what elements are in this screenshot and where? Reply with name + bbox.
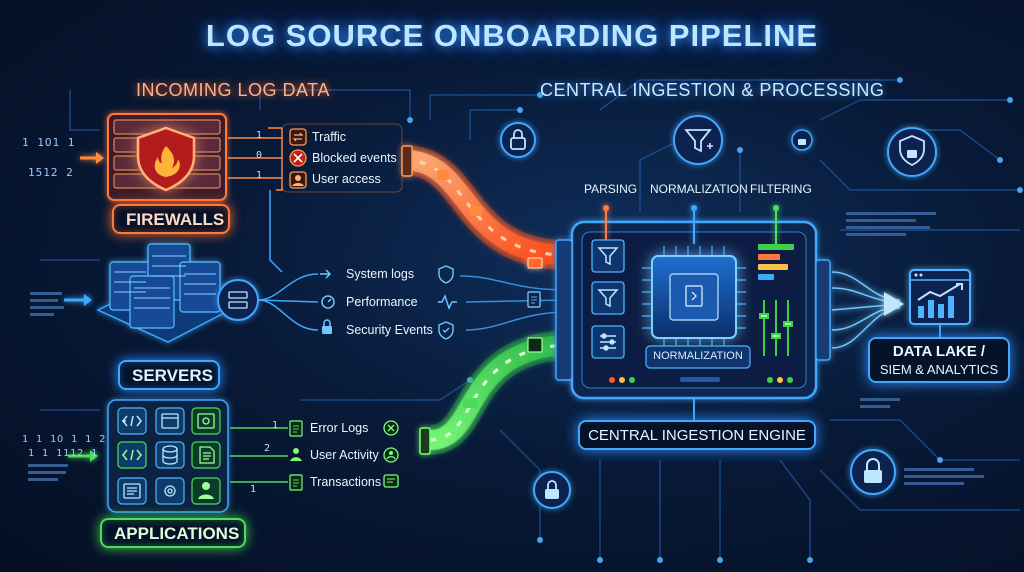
section-central-title: CENTRAL INGESTION & PROCESSING bbox=[540, 80, 884, 101]
server-item-performance: Performance bbox=[346, 295, 418, 309]
server-stack-icon bbox=[98, 244, 230, 342]
engine-normalization-label: NORMALIZATION bbox=[648, 350, 748, 362]
firewall-item-blocked: Blocked events bbox=[312, 151, 397, 165]
server-arrow-in bbox=[64, 294, 92, 306]
firewall-item-user-access: User access bbox=[312, 172, 381, 186]
app-count: 2 bbox=[264, 443, 270, 454]
user-icon bbox=[290, 172, 306, 188]
firewall-binary-2: 1512 2 bbox=[28, 166, 74, 179]
lock-icon bbox=[792, 130, 812, 150]
filter-icon bbox=[674, 116, 722, 164]
lock-icon bbox=[501, 123, 535, 157]
stage-parsing: PARSING bbox=[584, 182, 637, 196]
server-to-engine bbox=[460, 276, 568, 330]
app-item-user-activity: User Activity bbox=[310, 448, 379, 462]
app-count: 1 bbox=[272, 420, 278, 431]
transactions-item-icon bbox=[290, 475, 302, 490]
document-icon bbox=[528, 292, 540, 307]
destination-line-2: SIEM & ANALYTICS bbox=[870, 362, 1008, 377]
app-binary-2: 1 1 1112 1 bbox=[28, 448, 98, 459]
filter-column bbox=[592, 240, 624, 358]
page-title: LOG SOURCE ONBOARDING PIPELINE bbox=[0, 18, 1024, 54]
app-count: 1 bbox=[250, 484, 256, 495]
stage-normalization: NORMALIZATION bbox=[650, 182, 748, 196]
equalizer-sliders bbox=[760, 300, 792, 356]
x-icon bbox=[384, 421, 398, 435]
lock-icon bbox=[534, 472, 570, 508]
system-logs-item-icon bbox=[320, 270, 330, 278]
hub-icon bbox=[218, 280, 258, 320]
check-shield-icon bbox=[439, 322, 453, 339]
security-events-item-icon bbox=[322, 320, 332, 334]
section-incoming-title: INCOMING LOG DATA bbox=[136, 80, 330, 101]
applications-label: APPLICATIONS bbox=[100, 518, 246, 548]
application-pipe bbox=[420, 338, 566, 454]
app-binary-1: 1 1 1O 1 1 2 bbox=[22, 434, 106, 445]
server-item-security-events: Security Events bbox=[346, 323, 433, 337]
shield-icon bbox=[439, 266, 453, 283]
central-ingestion-engine-label: CENTRAL INGESTION ENGINE bbox=[578, 420, 816, 450]
blocked-icon bbox=[290, 150, 306, 166]
destination-label: DATA LAKE / SIEM & ANALYTICS bbox=[868, 337, 1010, 383]
firewall-binary-1: 1 1O1 1 bbox=[22, 136, 75, 149]
firewall-pipe bbox=[402, 146, 560, 268]
user-activity-item-icon bbox=[290, 448, 302, 461]
servers-label: SERVERS bbox=[118, 360, 220, 390]
firewall-count: 1 bbox=[256, 130, 262, 141]
firewall-count: 1 bbox=[256, 170, 262, 181]
server-connectors bbox=[258, 190, 318, 330]
traffic-icon bbox=[290, 129, 306, 145]
app-item-error-logs: Error Logs bbox=[310, 421, 368, 435]
firewall-count: 0 bbox=[256, 150, 262, 161]
app-item-transactions: Transactions bbox=[310, 475, 381, 489]
sliders-icon bbox=[600, 334, 616, 350]
user-icon bbox=[384, 448, 398, 462]
lock-icon bbox=[851, 450, 895, 494]
shield-lock-icon bbox=[888, 128, 936, 176]
performance-item-icon bbox=[322, 296, 334, 308]
destination-line-1: DATA LAKE / bbox=[870, 343, 1008, 360]
pulse-icon bbox=[438, 296, 457, 308]
document-icon bbox=[384, 475, 398, 487]
app-connectors bbox=[230, 428, 288, 482]
processor-chip bbox=[642, 246, 746, 348]
firewall-arrow-in bbox=[80, 152, 104, 164]
analytics-dashboard-icon bbox=[910, 270, 970, 324]
stage-filtering: FILTERING bbox=[750, 182, 812, 196]
server-item-system-logs: System logs bbox=[346, 267, 414, 281]
firewalls-label: FIREWALLS bbox=[112, 204, 230, 234]
error-logs-item-icon bbox=[290, 421, 302, 436]
firewall-item-traffic: Traffic bbox=[312, 130, 346, 144]
firewall-connectors bbox=[228, 128, 282, 190]
